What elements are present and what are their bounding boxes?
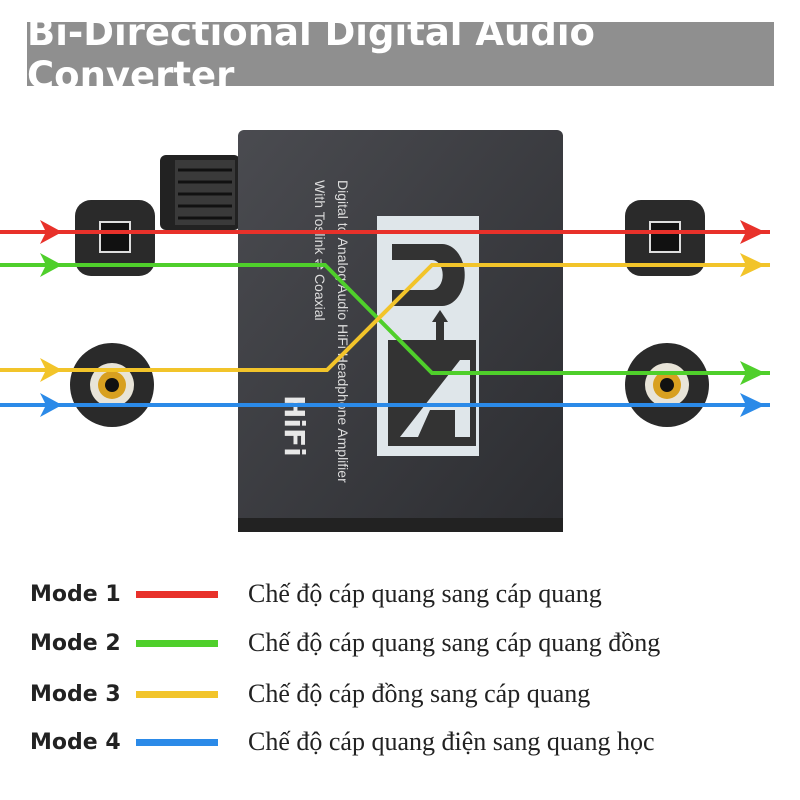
volume-knob <box>160 155 240 230</box>
legend-item: Mode 4 Chế độ cáp quang điện sang quang … <box>30 722 655 762</box>
arrow-right-icon <box>740 253 765 277</box>
mode3-path <box>0 263 770 372</box>
legend-item: Mode 1 Chế độ cáp quang sang cáp quang <box>30 574 602 614</box>
legend-description: Chế độ cáp quang sang cáp quang <box>248 579 602 608</box>
legend-swatch <box>136 590 218 598</box>
arrow-right-icon <box>40 393 62 417</box>
arrow-right-icon <box>740 393 765 417</box>
da-logo <box>377 216 479 456</box>
arrow-right-icon <box>40 253 62 277</box>
legend-description: Chế độ cáp đồng sang cáp quang <box>248 679 591 708</box>
coaxial-port-left <box>70 343 154 427</box>
converter-device: Digital to Analog Audio HiFi Headphone A… <box>238 130 563 532</box>
arrow-right-icon <box>740 220 765 244</box>
arrow-right-icon <box>40 220 62 244</box>
device-text-1: Digital to Analog Audio HiFi Headphone A… <box>335 180 351 483</box>
arrow-icons <box>40 220 765 417</box>
arrow-right-icon <box>740 361 765 385</box>
optical-port-left <box>75 200 155 276</box>
legend-description: Chế độ cáp quang sang cáp quang đồng <box>248 628 661 657</box>
legend-mode: Mode 1 <box>30 581 121 607</box>
legend-swatch <box>136 738 218 746</box>
legend-swatch <box>136 639 218 647</box>
legend-mode: Mode 4 <box>30 729 121 755</box>
legend-item: Mode 3 Chế độ cáp đồng sang cáp quang <box>30 674 590 714</box>
legend-mode: Mode 3 <box>30 681 121 707</box>
legend-swatch <box>136 690 218 698</box>
device-text-2: With Toslink ⇌ Coaxial <box>312 180 328 321</box>
legend-mode: Mode 2 <box>30 630 121 656</box>
legend-description: Chế độ cáp quang điện sang quang học <box>248 727 655 756</box>
coaxial-port-right <box>625 343 709 427</box>
optical-port-right <box>625 200 705 276</box>
legend-item: Mode 2 Chế độ cáp quang sang cáp quang đ… <box>30 623 660 663</box>
arrow-right-icon <box>40 358 62 382</box>
